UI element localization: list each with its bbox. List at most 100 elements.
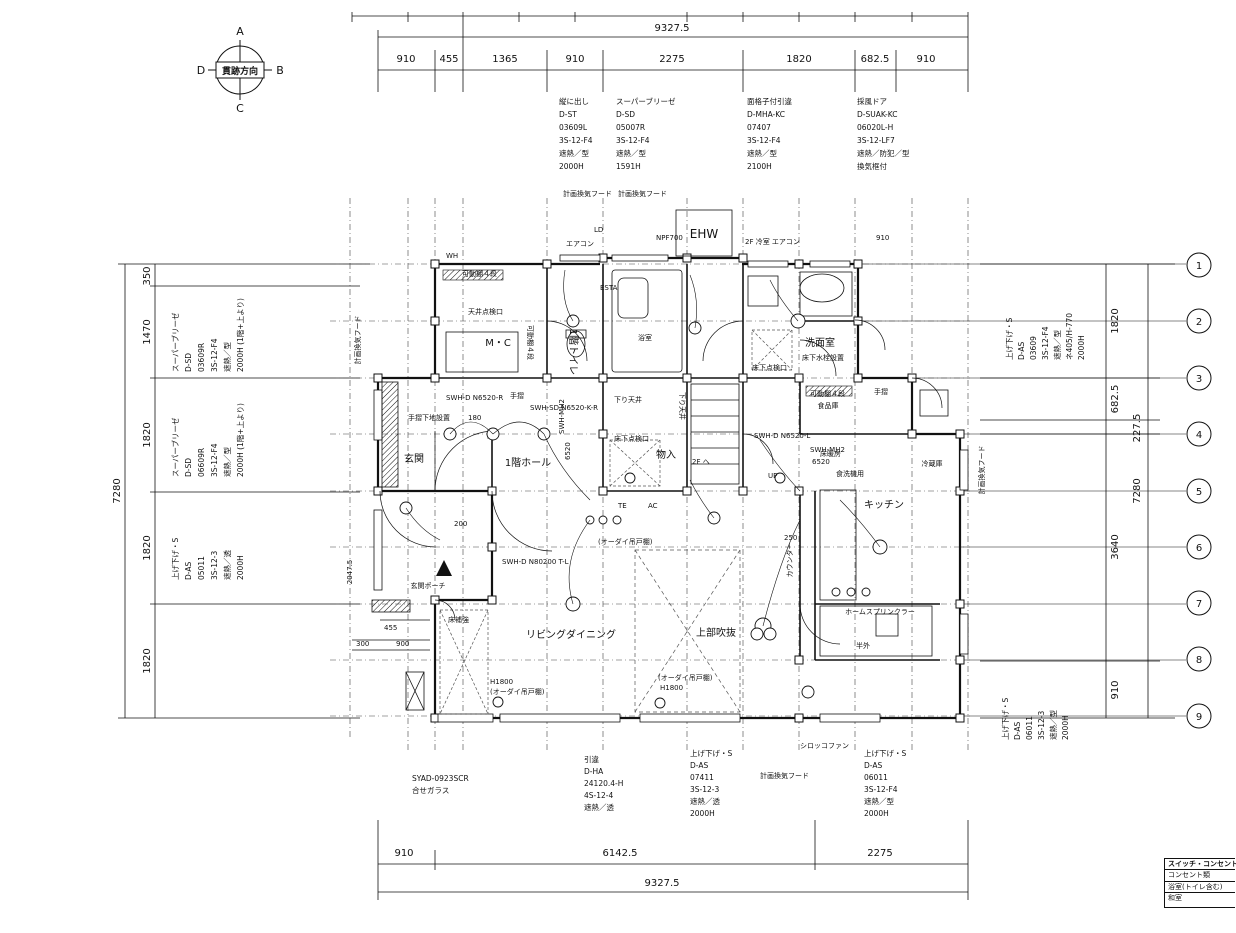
- svg-text:SWH-MH2: SWH-MH2: [810, 446, 845, 454]
- grid-marker-5: [1186, 478, 1212, 504]
- svg-text:1470: 1470: [142, 319, 153, 344]
- svg-text:縦に出し: 縦に出し: [559, 96, 589, 106]
- svg-text:2000H: 2000H: [236, 555, 245, 580]
- svg-text:可動棚４段: 可動棚４段: [462, 269, 497, 278]
- svg-text:遮熱／透: 遮熱／透: [584, 802, 614, 812]
- svg-text:上げ下げ・S: 上げ下げ・S: [1005, 318, 1014, 360]
- svg-text:面格子付引違: 面格子付引違: [747, 96, 792, 106]
- column-posts: [373, 253, 965, 723]
- grid-marker-labels: 1 2 3 4 5 6 7 8 9: [1196, 261, 1202, 723]
- svg-text:遮熱／型: 遮熱／型: [1048, 710, 1058, 740]
- light-fixture: [763, 627, 777, 641]
- light-fixture: [492, 696, 504, 708]
- svg-text:07407: 07407: [747, 123, 771, 132]
- svg-text:食洗機用: 食洗機用: [836, 469, 864, 478]
- svg-text:D-SD: D-SD: [616, 110, 635, 119]
- entrance-hatch: [381, 381, 399, 488]
- svg-text:上げ下げ・S: 上げ下げ・S: [864, 749, 906, 758]
- top-note-3: 面格子付引違 D-MHA-KC 07407 3S-12-F4 遮熱／型 2100…: [747, 96, 792, 171]
- svg-text:2000H: 2000H: [864, 809, 889, 818]
- windows: [373, 254, 969, 723]
- fukinuke-void: [634, 549, 741, 713]
- light-fixture: [750, 627, 764, 641]
- svg-text:床暖房: 床暖房: [820, 449, 841, 458]
- svg-text:6142.5: 6142.5: [603, 848, 638, 859]
- svg-text:H1800: H1800: [660, 684, 683, 692]
- svg-text:2000H: 2000H: [559, 162, 584, 171]
- svg-text:D-AS: D-AS: [1017, 342, 1026, 360]
- svg-text:半外: 半外: [856, 641, 870, 650]
- svg-text:2000H (1階+上より): 2000H (1階+上より): [235, 298, 245, 372]
- svg-text:D-AS: D-AS: [864, 761, 882, 770]
- svg-text:2275: 2275: [659, 54, 684, 65]
- room-living: リビングダイニング: [526, 628, 616, 641]
- svg-text:2100H: 2100H: [747, 162, 772, 171]
- svg-text:03609R: 03609R: [197, 343, 206, 372]
- svg-text:180: 180: [468, 414, 481, 422]
- svg-text:455: 455: [439, 54, 458, 65]
- storage-hatch: [442, 269, 504, 281]
- svg-text:05011: 05011: [197, 556, 206, 580]
- svg-text:07411: 07411: [690, 773, 714, 782]
- svg-text:2000H: 2000H: [1061, 715, 1070, 740]
- svg-text:682.5: 682.5: [861, 54, 890, 65]
- grid-marker-3: [1186, 365, 1212, 391]
- svg-text:手摺: 手摺: [510, 391, 524, 400]
- svg-text:2000H (1階+上より): 2000H (1階+上より): [235, 403, 245, 477]
- svg-text:3S-12-LF7: 3S-12-LF7: [857, 136, 895, 145]
- svg-text:UP: UP: [768, 472, 777, 480]
- room-mc: M・C: [485, 338, 511, 349]
- svg-text:浴室: 浴室: [638, 333, 652, 342]
- light-fixture: [598, 515, 608, 525]
- svg-text:06609R: 06609R: [197, 448, 206, 477]
- svg-text:LD: LD: [594, 226, 603, 234]
- exterior-walls: [376, 256, 962, 720]
- compass-center: 貫跡方向: [222, 65, 258, 77]
- left-dimensions: [118, 263, 370, 719]
- light-fixture: [831, 587, 841, 597]
- svg-text:D-AS: D-AS: [1013, 722, 1022, 740]
- porch-hatch: [371, 599, 411, 613]
- svg-text:2F へ: 2F へ: [692, 458, 710, 466]
- bottom-dimensions: [377, 820, 969, 900]
- svg-text:06011: 06011: [864, 773, 888, 782]
- svg-text:3: 3: [1196, 374, 1202, 385]
- svg-text:3S-12-3: 3S-12-3: [1037, 711, 1046, 740]
- legend-row-3: 和室: [1168, 894, 1182, 903]
- svg-text:スーパーブリーゼ: スーパーブリーゼ: [170, 417, 180, 477]
- top-dimensions: [351, 12, 969, 92]
- bottom-total-dim: 9327.5: [645, 878, 680, 889]
- svg-text:ネ405/H-770: ネ405/H-770: [1065, 313, 1074, 360]
- room-hall: 1階ホール: [505, 457, 551, 469]
- compass-c: C: [236, 102, 244, 115]
- small-void: [439, 329, 793, 715]
- top-note-1: 縦に出し D-ST 03609L 3S-12-F4 遮熱／型 2000H: [559, 96, 593, 171]
- svg-text:可動棚４段: 可動棚４段: [810, 389, 845, 398]
- room-labels: M・C 1階トイレ 洗面室 玄関 1階ホール 物入 キッチン リビングダイニング…: [404, 329, 943, 641]
- room-wash: 洗面室: [805, 336, 835, 349]
- grid-marker-7: [1186, 590, 1212, 616]
- svg-text:2F 冷室 エアコン: 2F 冷室 エアコン: [745, 237, 800, 246]
- svg-text:天井点検口: 天井点検口: [468, 307, 503, 316]
- svg-text:計画換気フード: 計画換気フード: [618, 189, 667, 198]
- room-food: 食品庫: [818, 401, 839, 410]
- svg-text:2000H: 2000H: [1077, 335, 1086, 360]
- svg-text:1820: 1820: [142, 535, 153, 560]
- light-fixture: [774, 472, 786, 484]
- light-fixture: [846, 587, 856, 597]
- svg-text:300: 300: [356, 640, 369, 648]
- interior-walls: [435, 264, 940, 661]
- svg-text:換気框付: 換気框付: [857, 161, 887, 171]
- room-kitchen: キッチン: [864, 499, 904, 511]
- top-total-dim: 9327.5: [655, 23, 690, 34]
- left-notes: スーパーブリーゼ D-SD 03609R 3S-12-F4 遮熱／型 2000H…: [170, 298, 245, 580]
- grid-marker-9: [1186, 703, 1212, 729]
- svg-text:(オーダイ吊戸棚): (オーダイ吊戸棚): [490, 687, 545, 696]
- svg-text:910: 910: [916, 54, 935, 65]
- svg-text:900: 900: [396, 640, 409, 648]
- svg-text:(オーダイ吊戸棚): (オーダイ吊戸棚): [598, 537, 653, 546]
- svg-text:350: 350: [142, 266, 153, 285]
- svg-text:床下点検口: 床下点検口: [752, 363, 787, 372]
- svg-text:遮熱／透: 遮熱／透: [690, 796, 720, 806]
- svg-text:4S-12-4: 4S-12-4: [584, 791, 613, 800]
